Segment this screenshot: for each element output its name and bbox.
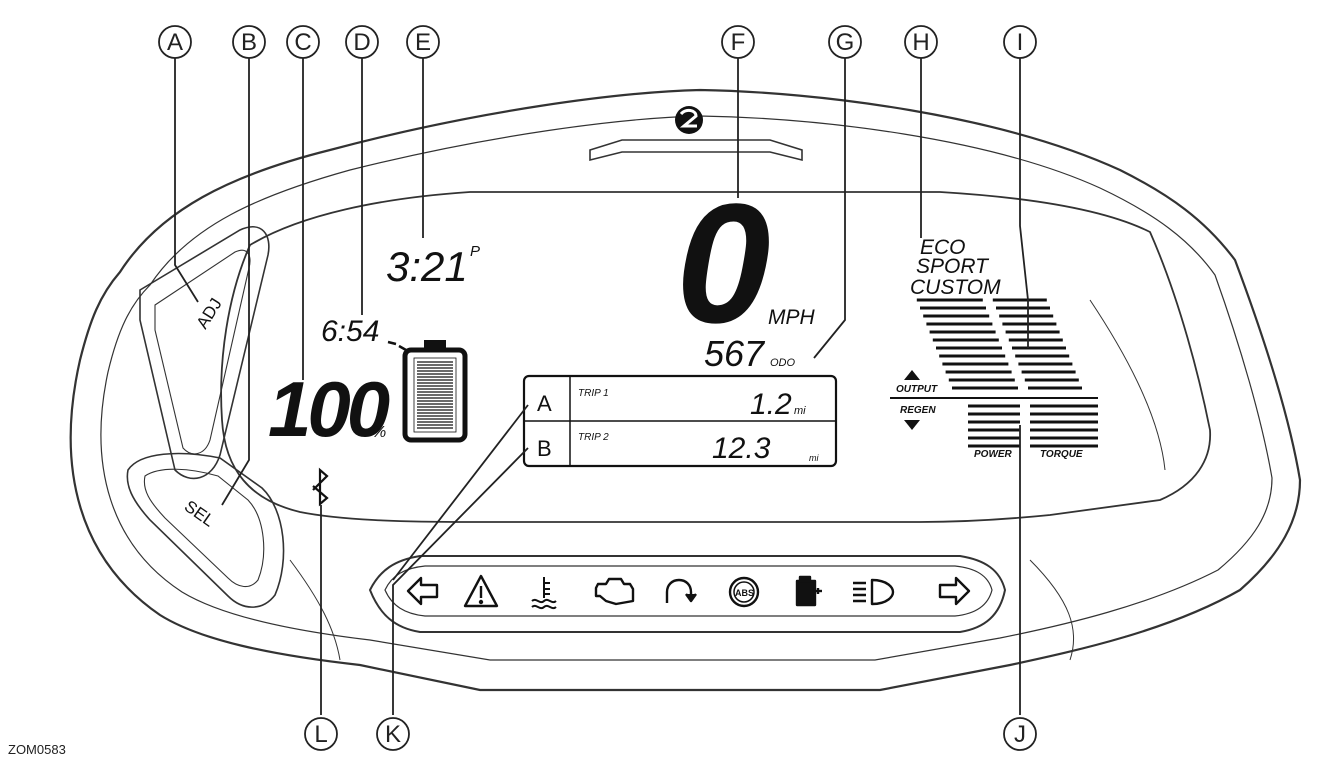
ride-mode-eco: ECO: [920, 236, 966, 259]
trip-b-label: TRIP 2: [578, 432, 609, 443]
range-leader: [387, 340, 407, 352]
trip-b-value: 12.3: [712, 432, 771, 465]
callout-i: I: [1017, 29, 1024, 56]
coolant-temp-icon: [531, 577, 557, 610]
figure-id: ZOM0583: [8, 742, 66, 757]
callout-f: F: [731, 29, 746, 56]
svg-text:ABS: ABS: [735, 588, 754, 598]
trip-a-unit: mi: [794, 405, 806, 417]
ride-mode-sport: SPORT: [916, 255, 990, 278]
callout-markers: [158, 25, 1037, 751]
callout-f-circle: [721, 25, 755, 59]
traction-control-icon: [665, 578, 697, 603]
callout-k-circle: [376, 717, 410, 751]
charge-unit: %: [372, 424, 386, 441]
right-turn-icon: [938, 576, 971, 606]
gauge-torque-label: TORQUE: [1040, 449, 1083, 460]
charge-value: 100: [268, 365, 390, 453]
output-arrow-up-icon: [904, 370, 920, 380]
callout-e: E: [415, 29, 431, 56]
callout-b: B: [241, 29, 257, 56]
speed-value: 0: [676, 169, 771, 359]
range-time: 6:54: [321, 315, 379, 348]
cluster-housing: [69, 88, 1302, 692]
hazard-warning-icon: [463, 574, 499, 608]
odometer-label: ODO: [770, 357, 796, 369]
callout-l: L: [314, 721, 327, 748]
callout-l-circle: [304, 717, 338, 751]
odometer-value: 567: [704, 333, 766, 374]
clock-ampm: P: [470, 243, 480, 260]
callout-i-circle: [1003, 25, 1037, 59]
high-beam-icon: [853, 578, 895, 606]
callout-j: J: [1014, 721, 1026, 748]
gauge-output-label: OUTPUT: [896, 384, 938, 395]
trip-b-letter: B: [537, 436, 552, 461]
callout-g-circle: [828, 25, 862, 59]
left-turn-icon: [406, 576, 439, 606]
abs-icon: ABS: [728, 576, 760, 608]
callout-e-circle: [406, 25, 440, 59]
callout-leaders: [174, 58, 1029, 715]
speed-unit: MPH: [768, 306, 816, 329]
callout-g: G: [836, 29, 855, 56]
brand-logo-icon: [675, 106, 703, 134]
callout-letters: A B C D E F G H I J K L: [167, 29, 1026, 748]
gauge-power-label: POWER: [974, 449, 1013, 460]
callout-k: K: [385, 721, 401, 748]
callout-h-circle: [904, 25, 938, 59]
trip-b-unit: mi: [809, 453, 819, 463]
callout-c: C: [294, 29, 311, 56]
ride-mode-list: ECO SPORT CUSTOM: [910, 236, 1001, 299]
ride-mode-custom: CUSTOM: [910, 276, 1001, 299]
trip-display: A TRIP 1 1.2 mi B TRIP 2 12.3 mi: [522, 374, 838, 468]
sel-button[interactable]: SEL: [181, 497, 218, 531]
callout-b-circle: [232, 25, 266, 59]
battery-fault-icon: [795, 575, 822, 607]
callout-c-circle: [286, 25, 320, 59]
regen-arrow-down-icon: [904, 420, 920, 430]
clock-time: 3:21: [386, 243, 468, 290]
trip-a-letter: A: [537, 391, 552, 416]
power-torque-gauge: OUTPUT REGEN POWER TORQUE: [890, 298, 1098, 460]
gauge-regen-label: REGEN: [900, 405, 936, 416]
callout-d: D: [353, 29, 370, 56]
trip-a-label: TRIP 1: [578, 388, 609, 399]
indicator-strip: ABS: [406, 574, 971, 610]
callout-d-circle: [345, 25, 379, 59]
callout-a: A: [167, 29, 183, 56]
callout-j-circle: [1003, 717, 1037, 751]
battery-icon: [402, 340, 468, 443]
callout-a-circle: [158, 25, 192, 59]
trip-a-value: 1.2: [750, 388, 792, 421]
callout-h: H: [912, 29, 929, 56]
check-engine-icon: [594, 577, 635, 606]
bluetooth-icon: [312, 467, 329, 507]
